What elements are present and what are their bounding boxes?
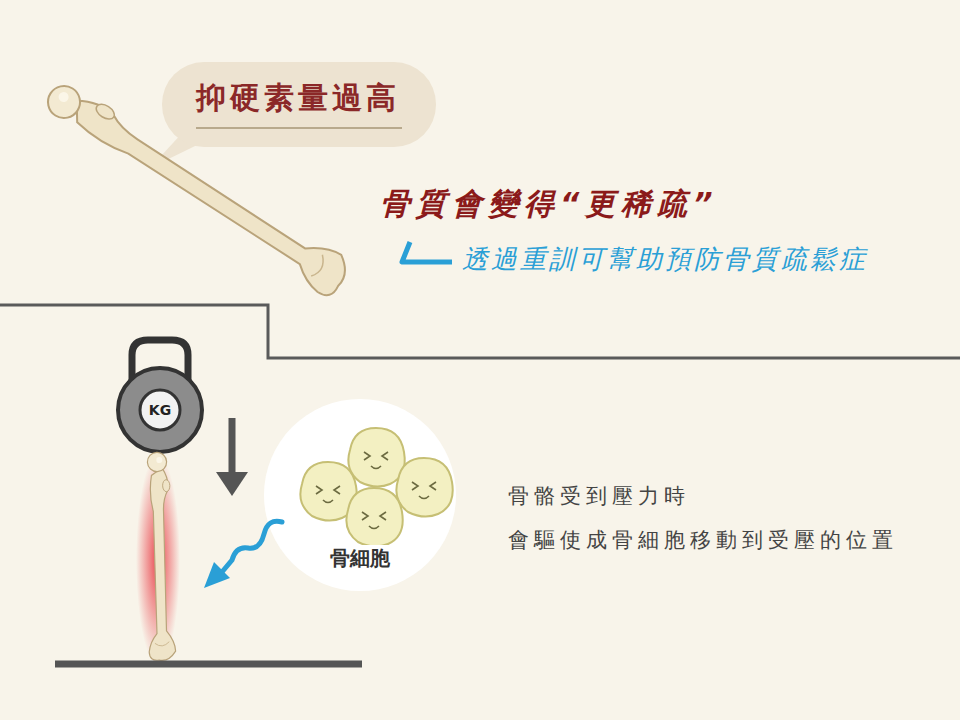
explanation-line: 會驅使成骨細胞移動到受壓的位置 bbox=[508, 526, 898, 554]
cell-label: 骨細胞 bbox=[326, 545, 394, 572]
explanation-line: 骨骼受到壓力時 bbox=[508, 482, 690, 510]
tip-text: 透過重訓可幫助預防骨質疏鬆症 bbox=[462, 242, 868, 277]
weight-mark: KG bbox=[149, 402, 171, 418]
main-claim: 骨質會變得“更稀疏” bbox=[380, 184, 719, 225]
speech-bubble: 抑硬素量過高 bbox=[162, 62, 436, 147]
bubble-text: 抑硬素量過高 bbox=[196, 78, 402, 129]
cell-group: 骨細胞 bbox=[272, 545, 448, 572]
